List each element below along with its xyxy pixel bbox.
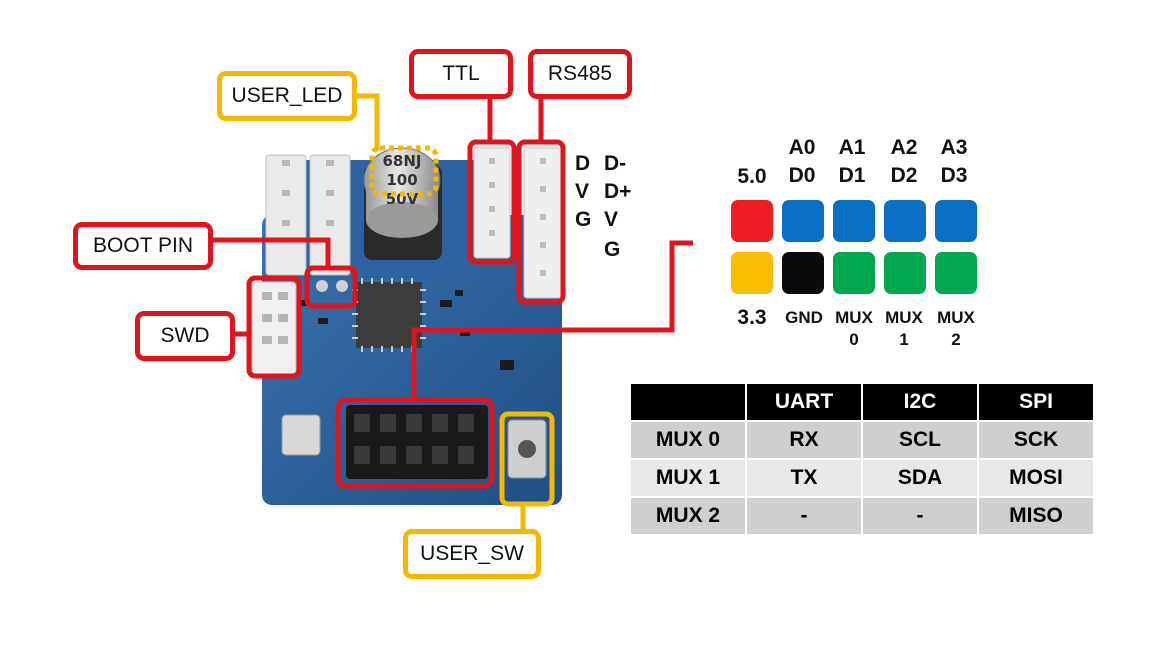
pin-a0-d0 xyxy=(782,200,824,242)
capacitor-text-2: 100 xyxy=(386,171,417,189)
ttl-pin-label: D xyxy=(575,150,590,178)
pin-a1-d1 xyxy=(833,200,875,242)
rs485-pin-label: D+ xyxy=(604,178,631,206)
table-cell: SCL xyxy=(862,421,978,459)
table-cell: - xyxy=(862,497,978,535)
table-cell: MUX 0 xyxy=(630,421,746,459)
pin-label-bottom: 2 xyxy=(932,330,980,350)
pin-label-bottom: 1 xyxy=(880,330,928,350)
table-cell: SDA xyxy=(862,459,978,497)
user-sw-callout: USER_SW xyxy=(403,529,541,579)
table-header-row: UART I2C SPI xyxy=(630,383,1094,421)
pin-mux0 xyxy=(833,252,875,294)
pin-label-top: A3 xyxy=(930,134,978,162)
pin-label-bottom: 0 xyxy=(830,330,878,350)
table-cell: - xyxy=(746,497,862,535)
ttl-pin-label: G xyxy=(575,206,591,234)
boot-pin-callout: BOOT PIN xyxy=(73,222,213,270)
ttl-pin-label: V xyxy=(575,178,589,206)
pin-a3-d3 xyxy=(935,200,977,242)
pin-a2-d2 xyxy=(884,200,926,242)
pin-label-top: 5.0 xyxy=(728,163,776,191)
table-header-cell xyxy=(630,383,746,421)
rs485-pin-label: V xyxy=(604,206,618,234)
table-cell: MUX 2 xyxy=(630,497,746,535)
pin-mux2 xyxy=(935,252,977,294)
swd-callout: SWD xyxy=(135,311,235,361)
pin-label-bottom: MUX xyxy=(830,308,878,328)
mux-function-table: UART I2C SPI MUX 0 RX SCL SCK MUX 1 TX S… xyxy=(629,382,1095,536)
table-cell: RX xyxy=(746,421,862,459)
pin-5v xyxy=(731,200,773,242)
table-row: MUX 0 RX SCL SCK xyxy=(630,421,1094,459)
pin-label-top: A0 xyxy=(778,134,826,162)
table-header-cell: SPI xyxy=(978,383,1094,421)
table-header-cell: UART xyxy=(746,383,862,421)
pin-gnd xyxy=(782,252,824,294)
table-cell: SCK xyxy=(978,421,1094,459)
rs485-pin-label: D- xyxy=(604,150,626,178)
pin-label-top: A1 xyxy=(828,134,876,162)
pin-label-bottom: GND xyxy=(780,308,828,328)
pin-label-top: A2 xyxy=(880,134,928,162)
pin-mux1 xyxy=(884,252,926,294)
pin-label-top: D3 xyxy=(930,162,978,190)
pin-label-bottom: MUX xyxy=(932,308,980,328)
table-row: MUX 2 - - MISO xyxy=(630,497,1094,535)
user-led-callout: USER_LED xyxy=(217,71,357,121)
pin-label-top: D2 xyxy=(880,162,928,190)
pin-3v3 xyxy=(731,252,773,294)
capacitor-text-1: 68NJ xyxy=(382,152,421,170)
table-row: MUX 1 TX SDA MOSI xyxy=(630,459,1094,497)
rs485-callout: RS485 xyxy=(528,49,632,99)
table-cell: MUX 1 xyxy=(630,459,746,497)
table-header-cell: I2C xyxy=(862,383,978,421)
pin-label-top: D1 xyxy=(828,162,876,190)
pin-label-bottom: 3.3 xyxy=(728,304,776,332)
rs485-pin-label: G xyxy=(604,236,620,264)
pin-label-top: D0 xyxy=(778,162,826,190)
pin-label-bottom: MUX xyxy=(880,308,928,328)
table-cell: TX xyxy=(746,459,862,497)
ttl-callout: TTL xyxy=(409,49,513,99)
table-cell: MOSI xyxy=(978,459,1094,497)
table-cell: MISO xyxy=(978,497,1094,535)
